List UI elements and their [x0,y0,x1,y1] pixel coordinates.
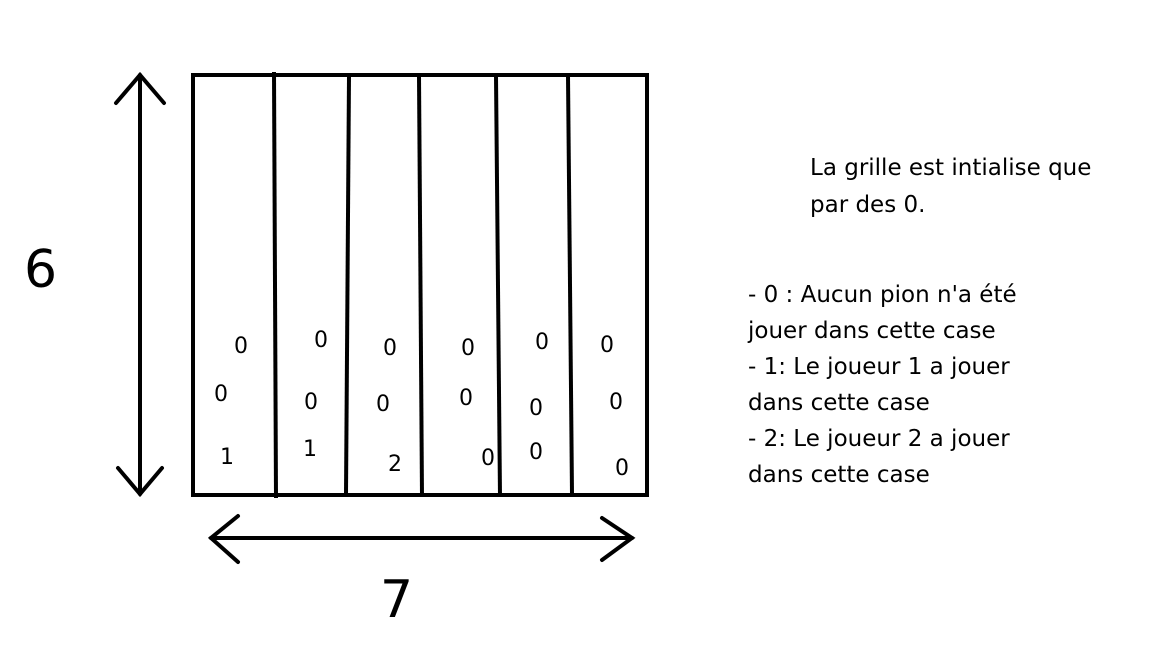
grid-cell: 0 [529,396,543,421]
column-divider [566,75,574,495]
grid-cell: 0 [376,392,390,417]
column-divider [344,75,351,495]
grid-cell: 0 [461,336,475,361]
grid-cell: 0 [383,336,397,361]
legend-line: - 1: Le joueur 1 a jouer [748,354,1010,380]
column-divider [272,71,278,499]
legend-line: jouer dans cette case [748,318,996,344]
columns-count-label: 7 [380,570,414,630]
legend-line: - 2: Le joueur 2 a jouer [748,426,1010,452]
grid-cell: 0 [459,386,473,411]
grid-cell: 0 [535,330,549,355]
grid-cell: 2 [388,452,402,477]
rows-arrow [114,71,166,498]
grid-cell: 0 [304,390,318,415]
grid-cell: 0 [529,440,543,465]
grid-cell: 0 [609,390,623,415]
grid-cell: 0 [481,446,495,471]
grid-cell: 1 [220,445,234,470]
column-divider [494,75,502,498]
column-divider [417,75,424,498]
rows-count-label: 6 [24,240,58,300]
grid-cell: 1 [303,437,317,462]
grid-cell: 0 [234,334,248,359]
legend-line: dans cette case [748,390,930,416]
grid-cell: 0 [314,328,328,353]
grid-cell: 0 [615,456,629,481]
grid-cell: 0 [214,382,228,407]
grid-cell: 0 [600,333,614,358]
intro-text-line: par des 0. [810,192,926,218]
intro-text-line: La grille est intialise que [810,155,1092,181]
columns-arrow [207,514,636,564]
legend-line: - 0 : Aucun pion n'a été [748,282,1017,308]
legend-line: dans cette case [748,462,930,488]
